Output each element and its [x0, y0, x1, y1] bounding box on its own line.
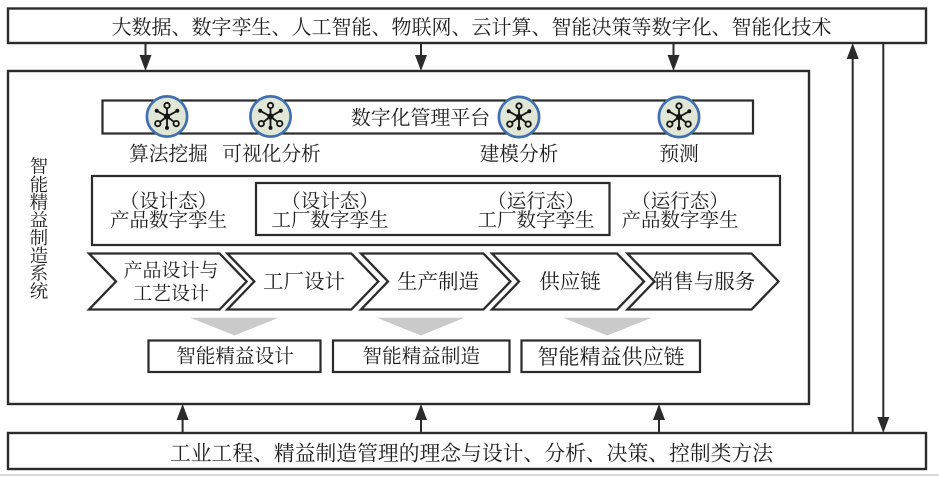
svg-text:产品数字孪生: 产品数字孪生: [621, 210, 738, 232]
svg-text:智能精益设计: 智能精益设计: [176, 346, 294, 368]
svg-text:（运行态）: （运行态）: [631, 191, 729, 213]
svg-text:（运行态）: （运行态）: [487, 191, 585, 213]
svg-text:智能精益制造: 智能精益制造: [363, 346, 481, 368]
svg-text:（设计态）: （设计态）: [281, 191, 379, 213]
svg-text:工厂数字孪生: 工厂数字孪生: [477, 210, 594, 232]
svg-text:统: 统: [30, 281, 49, 301]
svg-text:供应链: 供应链: [539, 271, 601, 294]
svg-text:制: 制: [30, 228, 48, 248]
svg-text:大数据、数字孪生、人工智能、物联网、云计算、智能决策等数字化: 大数据、数字孪生、人工智能、物联网、云计算、智能决策等数字化、智能化技术: [112, 16, 832, 39]
svg-text:工业工程、精益制造管理的理念与设计、分析、决策、控制类方法: 工业工程、精益制造管理的理念与设计、分析、决策、控制类方法: [170, 443, 773, 466]
svg-text:造: 造: [30, 246, 48, 266]
svg-text:能: 能: [30, 175, 48, 195]
svg-text:益: 益: [30, 210, 48, 230]
svg-text:算法挖掘: 算法挖掘: [129, 144, 208, 166]
svg-text:预测: 预测: [659, 144, 698, 166]
svg-text:产品设计与: 产品设计与: [123, 260, 218, 282]
svg-text:系: 系: [30, 264, 48, 284]
svg-text:生产制造: 生产制造: [397, 271, 479, 294]
svg-text:精: 精: [30, 193, 48, 213]
svg-text:数字化管理平台: 数字化管理平台: [351, 107, 490, 130]
svg-text:智: 智: [30, 156, 48, 176]
svg-text:产品数字孪生: 产品数字孪生: [110, 210, 227, 232]
svg-text:工厂数字孪生: 工厂数字孪生: [271, 210, 388, 232]
svg-text:智能精益供应链: 智能精益供应链: [538, 345, 685, 369]
svg-text:工厂设计: 工厂设计: [263, 271, 345, 294]
svg-text:（设计态）: （设计态）: [120, 191, 218, 213]
svg-text:销售与服务: 销售与服务: [653, 271, 756, 294]
svg-text:建模分析: 建模分析: [480, 144, 559, 166]
svg-text:工艺设计: 工艺设计: [133, 283, 209, 305]
svg-text:可视化分析: 可视化分析: [222, 144, 320, 166]
